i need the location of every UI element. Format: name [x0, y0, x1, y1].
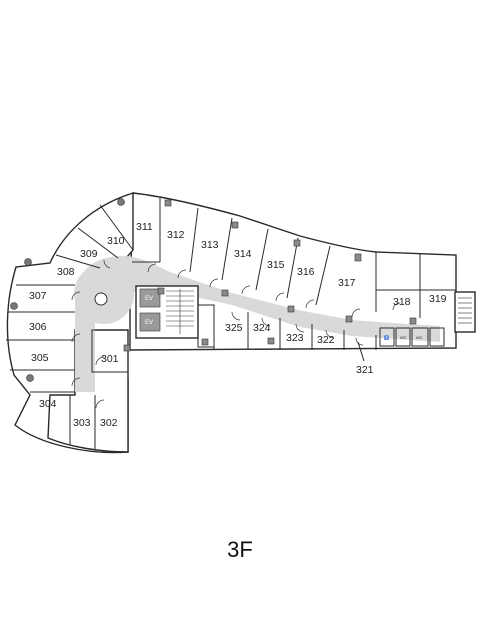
room-309-label[interactable]: 309: [80, 248, 98, 260]
doors: [71, 259, 401, 409]
room-307-label[interactable]: 307: [29, 290, 47, 302]
room-303-label[interactable]: 303: [73, 417, 91, 429]
room-306-label[interactable]: 306: [29, 321, 47, 333]
svg-text:WC: WC: [416, 335, 423, 340]
east-stair-icon: [458, 297, 472, 324]
elevator-1-label: EV: [145, 296, 153, 302]
room-317-label[interactable]: 317: [338, 277, 356, 289]
core-block: [135, 285, 215, 348]
room-313-label[interactable]: 313: [201, 239, 219, 251]
room-311-label[interactable]: 311: [136, 221, 153, 233]
elevator-1-icon: [139, 288, 161, 308]
east-stair-annex: [454, 291, 476, 333]
room-321-label[interactable]: 321: [356, 364, 374, 376]
elevator-2-icon: [139, 312, 161, 332]
floor-label: 3F: [227, 537, 253, 562]
pillars: [10, 198, 417, 382]
room-318-label[interactable]: 318: [393, 296, 411, 308]
room-314-label[interactable]: 314: [234, 248, 252, 260]
room-310-label[interactable]: 310: [107, 235, 125, 247]
room-304-label[interactable]: 304: [39, 398, 57, 410]
room-308-label[interactable]: 308: [57, 266, 75, 278]
room-312-label[interactable]: 312: [167, 229, 185, 241]
room-305-label[interactable]: 305: [31, 352, 49, 364]
room-323-label[interactable]: 323: [286, 332, 304, 344]
room-301-label[interactable]: 301: [101, 353, 119, 365]
room-315-label[interactable]: 315: [267, 259, 285, 271]
room-302-label[interactable]: 302: [100, 417, 118, 429]
room-324-label[interactable]: 324: [253, 322, 271, 334]
room-322-label[interactable]: 322: [317, 334, 335, 346]
svg-text:WC: WC: [400, 335, 407, 340]
room-labels: 301 302 303 304 305 306 307 308 309 310 …: [29, 221, 447, 429]
room-325-label[interactable]: 325: [225, 322, 243, 334]
elevator-2-label: EV: [145, 320, 153, 326]
room-316-label[interactable]: 316: [297, 266, 315, 278]
north-partitions: [6, 198, 456, 450]
restroom-icons: ♿ WC WC: [384, 335, 423, 340]
stair-icon: [166, 289, 194, 334]
south-partitions: [213, 305, 445, 350]
column-circle: [94, 292, 108, 306]
svg-text:♿: ♿: [384, 335, 389, 340]
room-321-leader: [357, 341, 365, 362]
room-319-label[interactable]: 319: [429, 293, 447, 305]
